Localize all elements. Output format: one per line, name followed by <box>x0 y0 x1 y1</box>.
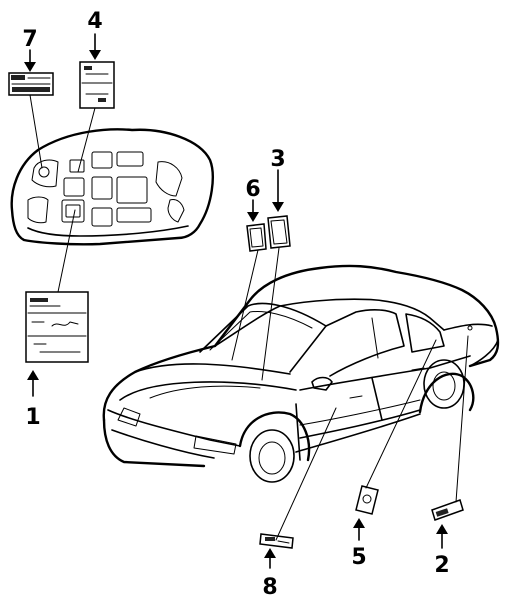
hood-panel <box>10 128 214 246</box>
callout-6: 6 <box>245 177 260 202</box>
label-part-8 <box>259 533 294 549</box>
label-part-4 <box>79 61 115 109</box>
callout-8: 8 <box>262 575 277 600</box>
sedan-car-outline <box>102 264 500 483</box>
callout-7: 7 <box>22 27 37 52</box>
callout-4: 4 <box>87 9 102 34</box>
callout-5: 5 <box>351 545 366 570</box>
label-part-2 <box>431 499 464 521</box>
callout-arrows <box>24 33 448 569</box>
callout-1: 1 <box>25 405 40 430</box>
label-part-1 <box>25 291 89 363</box>
callout-numbers: 7 4 6 3 1 8 5 2 <box>22 9 449 600</box>
label-part-5 <box>355 485 379 515</box>
label-part-7 <box>8 72 54 96</box>
label-part-6 <box>246 223 267 252</box>
leader-lines <box>29 94 469 541</box>
label-part-3 <box>267 215 291 249</box>
callout-3: 3 <box>270 147 285 172</box>
callout-2: 2 <box>434 553 449 578</box>
